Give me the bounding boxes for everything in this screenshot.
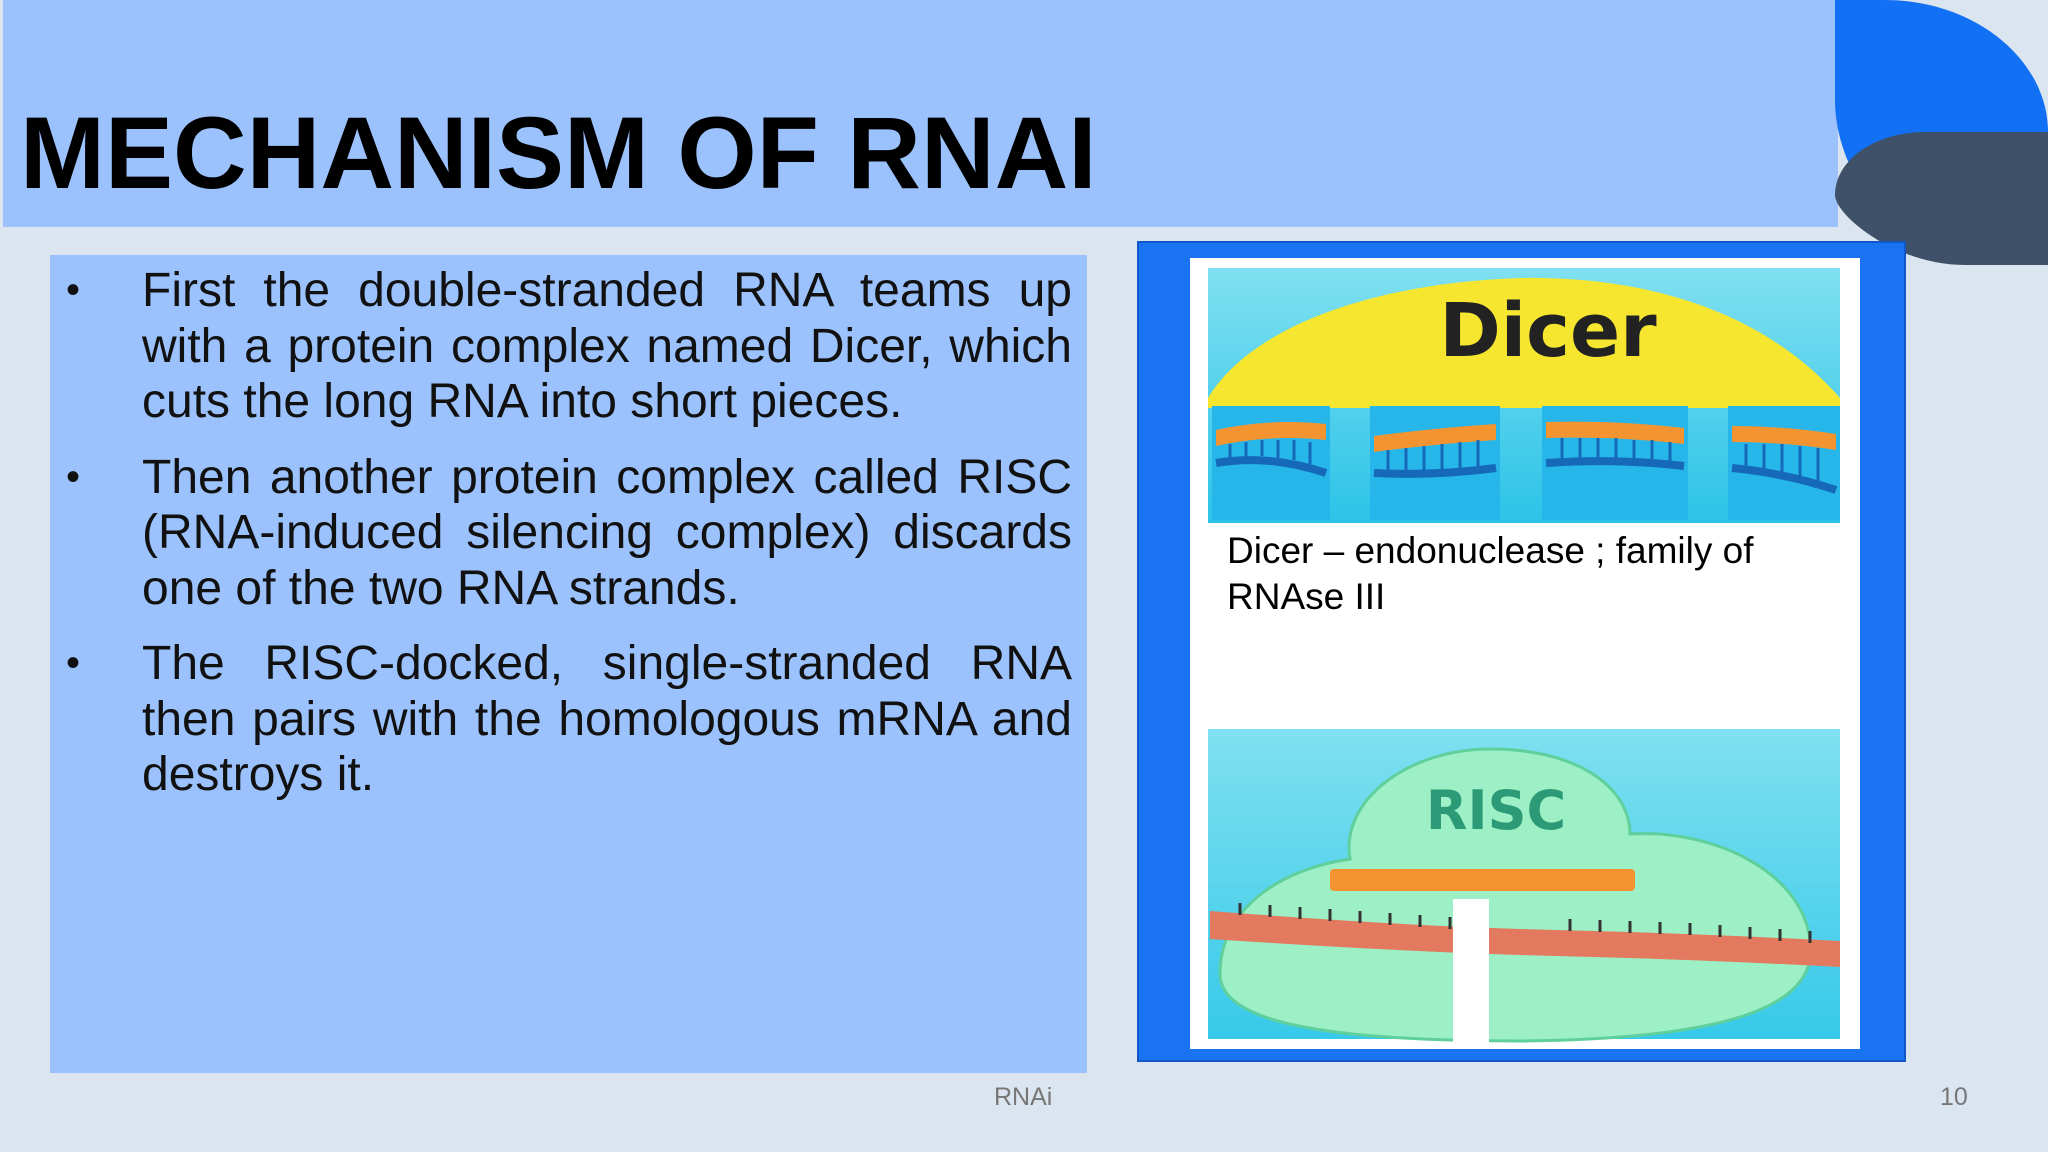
bullet-list: • First the double-stranded RNA teams up… (50, 255, 1087, 803)
mrna-strand (1210, 911, 1840, 967)
bullet-item: • The RISC-docked, single-stranded RNA t… (50, 636, 1087, 803)
risc-label: RISC (1426, 779, 1566, 842)
bullet-text: Then another protein complex called RISC… (142, 450, 1072, 615)
figure-panel: Dicer Dicer – endo (1190, 258, 1860, 1049)
footer-label: RNAi (994, 1083, 1053, 1111)
dicer-label: Dicer (1439, 288, 1657, 374)
cleavage-gap (1453, 899, 1489, 1047)
bullet-dot: • (66, 454, 81, 499)
bullet-dot: • (66, 268, 81, 312)
corner-decoration (1835, 0, 2048, 265)
rna-base-ticks (1228, 438, 1820, 484)
bullet-text: First the double-stranded RNA teams up w… (142, 264, 1072, 428)
risc-illustration: RISC (1208, 729, 1840, 1047)
bullet-text: The RISC-docked, single-stranded RNA the… (142, 637, 1072, 801)
deco-slate-shape (1835, 132, 2048, 265)
rna-fragments (1212, 406, 1840, 520)
bullet-item: • Then another protein complex called RI… (50, 450, 1087, 617)
guide-rna-strand (1330, 869, 1635, 891)
bullet-dot: • (66, 641, 81, 685)
dicer-caption: Dicer – endonuclease ; family of RNAse I… (1227, 530, 1754, 617)
bullet-text-box: • First the double-stranded RNA teams up… (50, 255, 1087, 1073)
slide-title: MECHANISM OF RNAI (20, 96, 1097, 210)
page-number: 10 (1940, 1083, 1968, 1111)
dicer-protein-shape (1208, 277, 1840, 408)
bullet-item: • First the double-stranded RNA teams up… (50, 263, 1087, 430)
figure-frame: Dicer Dicer – endo (1137, 241, 1906, 1062)
dicer-illustration: Dicer (1208, 268, 1840, 523)
title-band (3, 0, 1838, 227)
